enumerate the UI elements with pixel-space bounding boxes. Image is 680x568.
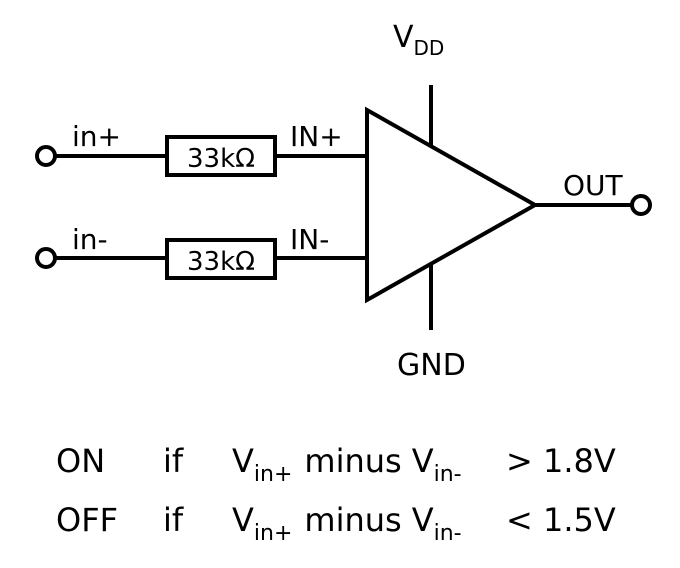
condition-expression: Vin+ minus Vin- <box>232 501 462 546</box>
v-in-minus-sub: in- <box>434 462 462 487</box>
v-in-plus-main: V <box>232 442 254 480</box>
condition-row-on: ON if Vin+ minus Vin- > 1.8V <box>56 442 616 487</box>
condition-row-off: OFF if Vin+ minus Vin- < 1.5V <box>56 501 616 546</box>
resistor-2-value: 33kΩ <box>187 247 255 277</box>
comparator-triangle <box>365 106 540 304</box>
in-plus-terminal <box>35 145 57 167</box>
condition-if: if <box>163 501 184 539</box>
condition-if: if <box>163 442 184 480</box>
in-minus-pin-label: IN- <box>290 223 329 256</box>
condition-state: OFF <box>56 501 118 539</box>
in-plus-pin-label: IN+ <box>290 120 343 153</box>
minus-word: minus <box>304 501 401 539</box>
v-in-minus-main: V <box>412 501 434 539</box>
vdd-main: V <box>393 20 414 55</box>
v-in-plus-main: V <box>232 501 254 539</box>
in-minus-label: in- <box>72 223 108 256</box>
in-minus-terminal <box>35 247 57 269</box>
v-in-plus-sub: in+ <box>254 462 293 487</box>
output-terminal <box>630 194 652 216</box>
v-in-plus-sub: in+ <box>254 521 293 546</box>
condition-rule: < 1.5V <box>506 501 616 539</box>
vdd-sub: DD <box>414 36 445 60</box>
minus-word: minus <box>304 442 401 480</box>
v-in-minus-sub: in- <box>434 521 462 546</box>
condition-expression: Vin+ minus Vin- <box>232 442 462 487</box>
condition-rule: > 1.8V <box>506 442 616 480</box>
output-label: OUT <box>563 169 624 202</box>
in-plus-label: in+ <box>72 120 121 153</box>
resistor-1 <box>165 135 277 177</box>
vdd-label: VDD <box>393 20 444 60</box>
gnd-label: GND <box>397 348 466 383</box>
v-in-minus-main: V <box>412 442 434 480</box>
resistor-1-value: 33kΩ <box>187 144 255 174</box>
condition-state: ON <box>56 442 105 480</box>
